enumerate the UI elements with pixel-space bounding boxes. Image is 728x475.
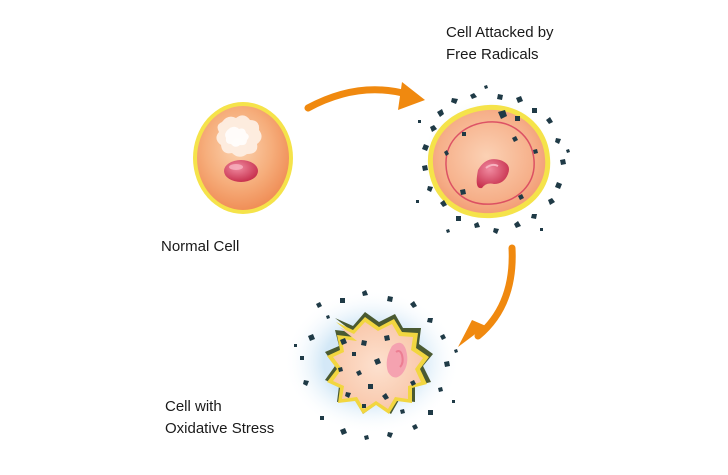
stressed-cell-label: Cell with Oxidative Stress — [165, 396, 274, 440]
arrow-head-icon — [398, 82, 425, 110]
arrow-head-icon-2 — [458, 320, 486, 347]
attacked-label-line1: Cell Attacked by — [446, 24, 554, 41]
free-radical-particle-icon — [416, 85, 570, 234]
attacked-cell-illustration — [422, 98, 554, 222]
free-radical-particle-icon-2 — [294, 290, 458, 440]
attacked-label-line2: Free Radicals — [446, 46, 539, 63]
normal-label-text: Normal Cell — [161, 238, 240, 255]
stressed-cell-illustration — [284, 290, 460, 434]
stress-label-line2: Oxidative Stress — [165, 420, 275, 437]
curved-arrow-icon-2 — [474, 244, 516, 340]
normal-cell-illustration — [193, 102, 293, 214]
attacked-cell-label: Cell Attacked by Free Radicals — [446, 22, 554, 66]
stress-label-line1: Cell with — [165, 398, 222, 415]
curved-arrow-icon — [304, 86, 414, 112]
normal-cell-label: Normal Cell — [161, 236, 239, 258]
